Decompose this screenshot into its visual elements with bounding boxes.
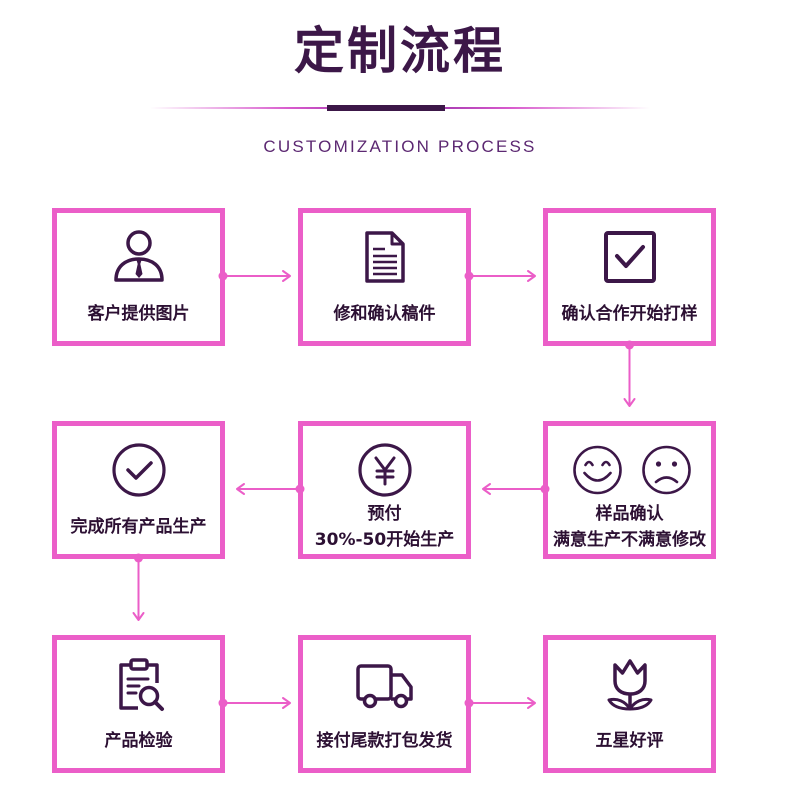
step-label-line: 接付尾款打包发货 [316, 731, 453, 751]
step-label-line: 满意生产不满意修改 [553, 530, 706, 550]
delivery-truck-icon [355, 664, 413, 709]
arrowhead [527, 270, 536, 282]
step-label-line: 产品检验 [104, 731, 173, 751]
flow-arrow [482, 483, 550, 495]
step-label-line: 五星好评 [595, 731, 664, 751]
step-label: 预付 30%-50开始生产 [303, 501, 466, 553]
step-label-line: 预付 [367, 504, 402, 524]
arrow-start-dot [218, 271, 228, 281]
arrow-start-dot [464, 698, 474, 708]
clipboard-search-icon [118, 658, 164, 711]
circle-check-icon [111, 443, 166, 497]
step-label: 样品确认 满意生产不满意修改 [548, 501, 711, 553]
arrowhead [282, 270, 291, 282]
arrow-start-dot [134, 553, 143, 563]
flow-arrow [464, 270, 536, 282]
flow-arrow [623, 340, 636, 407]
flow-arrow [464, 697, 536, 709]
arrow-start-dot [625, 340, 634, 350]
step-box-prepayment: 预付 30%-50开始生产 [298, 421, 471, 559]
page-subtitle: CUSTOMIZATION PROCESS [263, 137, 537, 156]
step-label-line: 30%-50开始生产 [314, 530, 455, 550]
arrowhead [282, 697, 291, 709]
step-label-line: 确认合作开始打样 [561, 304, 698, 324]
tulip-icon [607, 659, 652, 711]
step-label: 接付尾款打包发货 [303, 728, 466, 754]
step-label: 五星好评 [548, 728, 711, 754]
step-box-start-sampling: 确认合作开始打样 [543, 208, 716, 346]
step-label-line: 完成所有产品生产 [70, 517, 207, 537]
step-box-five-star-review: 五星好评 [543, 635, 716, 773]
step-label-line: 样品确认 [595, 504, 664, 524]
step-box-production-complete: 完成所有产品生产 [52, 421, 225, 559]
arrow-start-dot [540, 484, 550, 494]
checkbox-icon [603, 231, 656, 283]
person-icon [113, 230, 164, 282]
arrowhead [527, 697, 536, 709]
step-box-sample-confirmation: 样品确认 满意生产不满意修改 [543, 421, 716, 559]
document-icon [364, 231, 405, 283]
step-label-line: 客户提供图片 [87, 304, 190, 324]
arrow-start-dot [295, 484, 305, 494]
step-label-line: 修和确认稿件 [333, 304, 436, 324]
step-label: 客户提供图片 [57, 301, 220, 327]
page-title: 定制流程 [294, 22, 506, 80]
arrowhead [482, 483, 491, 495]
step-box-final-payment-shipping: 接付尾款打包发货 [298, 635, 471, 773]
arrow-start-dot [464, 271, 474, 281]
arrowhead [623, 398, 636, 407]
step-label: 确认合作开始打样 [548, 301, 711, 327]
step-box-provide-images: 客户提供图片 [52, 208, 225, 346]
divider-center-bar [327, 105, 445, 111]
flow-arrow [236, 483, 305, 495]
arrow-start-dot [218, 698, 228, 708]
arrowhead [236, 483, 245, 495]
frown-face-icon [641, 445, 691, 495]
smile-face-icon [572, 445, 622, 495]
smile-and-frown-faces-icon [572, 445, 691, 495]
arrowhead [132, 612, 145, 621]
yen-coin-icon [357, 443, 412, 497]
flow-arrow [132, 553, 145, 621]
step-label: 产品检验 [57, 728, 220, 754]
flow-arrow [218, 270, 291, 282]
flow-arrow [218, 697, 291, 709]
step-label: 完成所有产品生产 [57, 514, 220, 540]
step-label: 修和确认稿件 [303, 301, 466, 327]
